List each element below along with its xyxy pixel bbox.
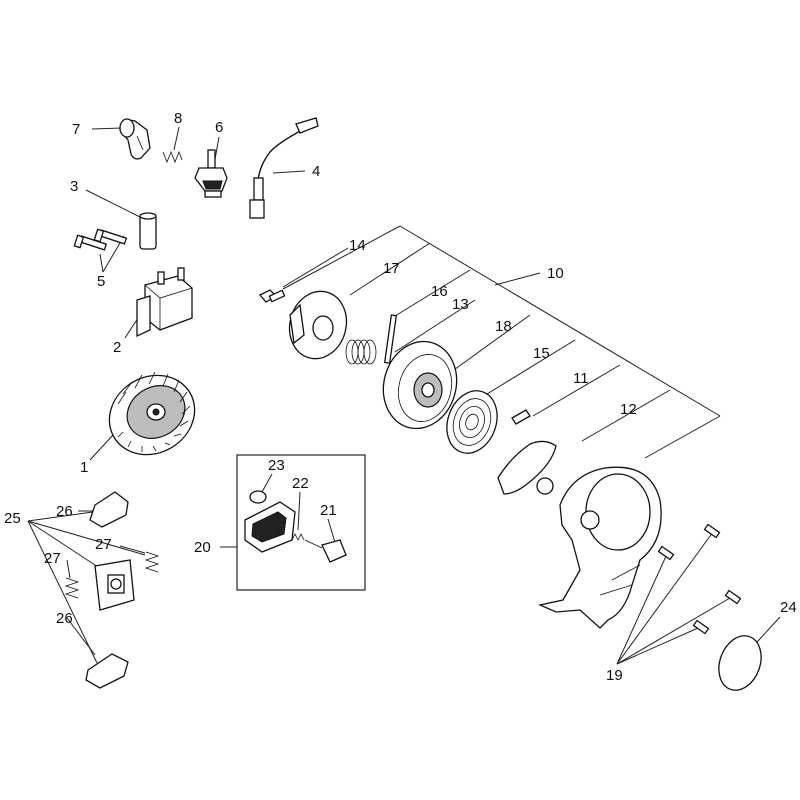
- spring-small-part: [162, 150, 183, 164]
- callout-10: 10: [547, 265, 564, 282]
- callout-3: 3: [70, 178, 78, 195]
- callout-24: 24: [780, 599, 797, 616]
- callout-27-bottom: 27: [44, 550, 61, 567]
- pulley-part: [288, 290, 348, 360]
- choke-cover-bottom-part: [85, 653, 129, 689]
- callout-27-top: 27: [95, 536, 112, 553]
- screws-part: [73, 228, 128, 251]
- callout-26-bottom: 26: [56, 610, 73, 627]
- callout-5: 5: [97, 273, 105, 290]
- callout-2: 2: [113, 339, 121, 356]
- callout-20: 20: [194, 539, 211, 556]
- recoil-spring-part: [446, 390, 498, 454]
- callout-22: 22: [292, 475, 309, 492]
- callout-11: 11: [573, 370, 589, 387]
- callout-13: 13: [452, 296, 469, 313]
- leader-lines: [27, 126, 781, 665]
- callout-14: 14: [349, 237, 366, 254]
- pawl-part: [511, 409, 531, 425]
- sleeve-part: [139, 212, 157, 250]
- callout-labels: 1 2 3 4 5 6 7 8 10 11 12 13 14 15 16 17 …: [4, 110, 797, 684]
- callout-6: 6: [215, 119, 223, 136]
- cover-screws-part: [657, 523, 742, 635]
- choke-cover-top-part: [89, 491, 129, 528]
- callout-25: 25: [4, 510, 21, 527]
- callout-26-top: 26: [56, 503, 73, 520]
- handle-part: [497, 440, 557, 495]
- spark-plug-part: [194, 149, 228, 198]
- callout-1: 1: [80, 459, 88, 476]
- callout-12: 12: [620, 401, 637, 418]
- callout-4: 4: [312, 163, 320, 180]
- ignition-cable-part: [249, 117, 319, 219]
- ignition-coil-part: [136, 267, 193, 338]
- callout-17: 17: [383, 260, 400, 277]
- bolt-part: [258, 289, 286, 303]
- starter-housing-part: [537, 466, 662, 629]
- kill-switch-group-box: [236, 454, 366, 591]
- callout-16: 16: [431, 283, 448, 300]
- callout-8: 8: [174, 110, 182, 127]
- callout-15: 15: [533, 345, 550, 362]
- starter-reel-part: [382, 340, 458, 430]
- callout-18: 18: [495, 318, 512, 335]
- callout-23: 23: [268, 457, 285, 474]
- spark-plug-boot-part: [119, 118, 151, 160]
- o-ring-part: [718, 635, 762, 691]
- pin-part: [383, 314, 398, 364]
- choke-body-part: [94, 559, 135, 611]
- callout-19: 19: [606, 667, 623, 684]
- spring-part: [345, 339, 377, 365]
- flywheel-part: [108, 371, 196, 456]
- choke-spring-bottom-part: [64, 577, 80, 599]
- choke-spring-top-part: [144, 551, 160, 573]
- callout-21: 21: [320, 502, 337, 519]
- callout-7: 7: [72, 121, 80, 138]
